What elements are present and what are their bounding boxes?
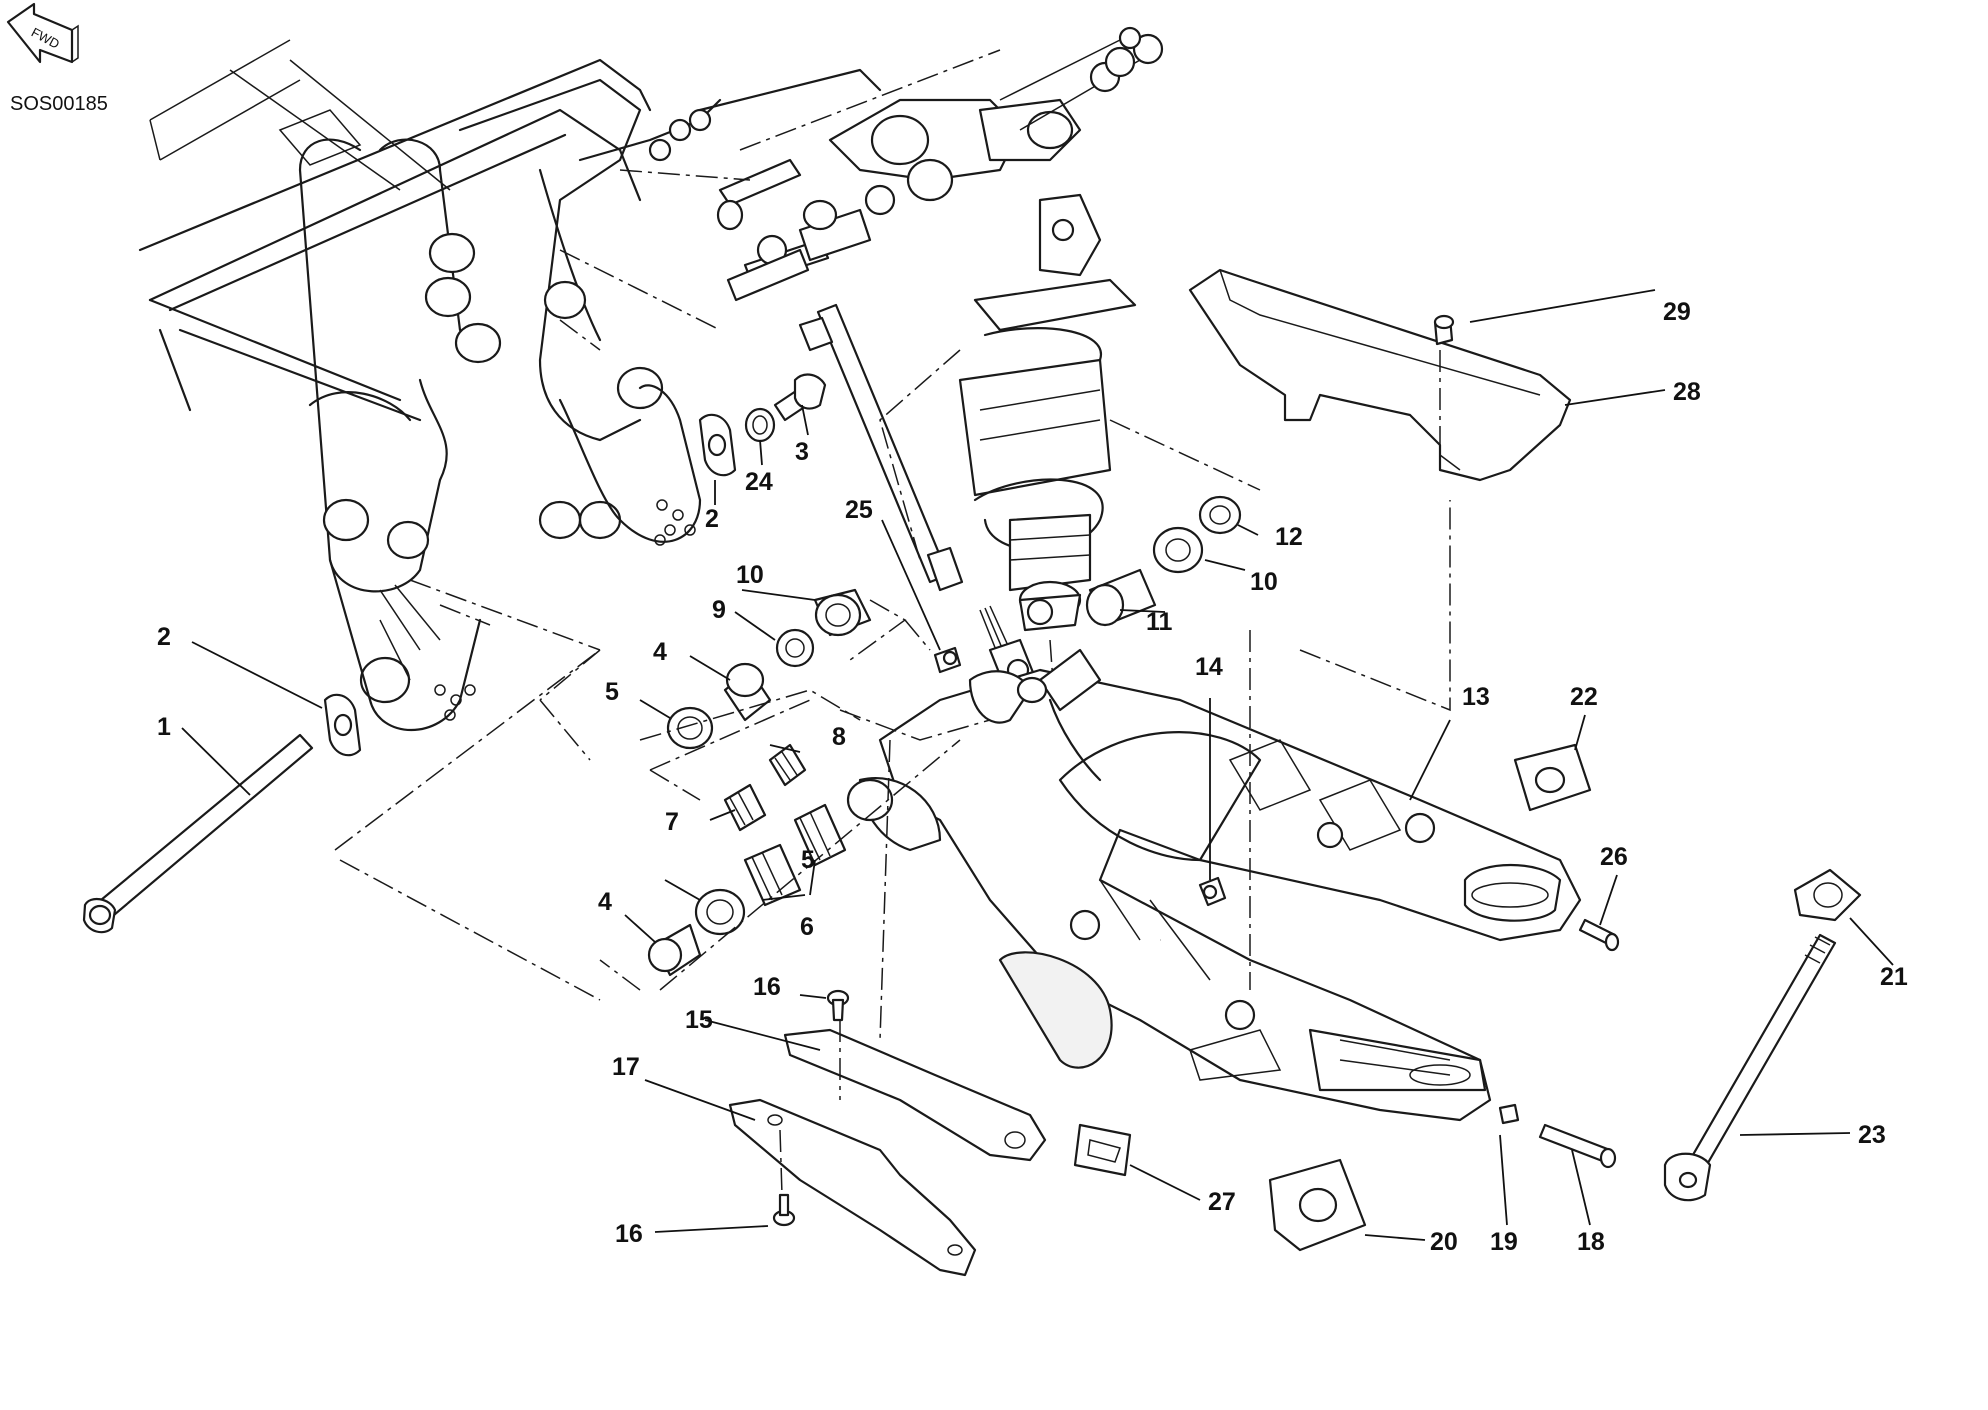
part-14-grease-nipple: [1198, 876, 1227, 907]
part-10-bearing-right: [1152, 526, 1204, 574]
linkage-rod: [798, 303, 1042, 702]
callout-16-lower: 16: [615, 1220, 643, 1248]
part-15-chain-slider: [783, 1028, 1047, 1162]
part-22-adjuster-plate: [1513, 743, 1592, 812]
part-17-chain-slider: [728, 1098, 977, 1277]
forward-direction-icon: FWD: [6, 2, 79, 64]
callout-9: 9: [712, 596, 726, 624]
rocker-linkage-group: [559, 26, 1164, 351]
callout-7: 7: [665, 808, 679, 836]
part-23-wheel-axle: [1663, 933, 1837, 1202]
part-8-needle-bearing: [768, 743, 807, 787]
callout-2-upper: 2: [705, 505, 719, 533]
callout-2-left: 2: [157, 623, 171, 651]
callout-27: 27: [1208, 1188, 1236, 1216]
part-2-washer-left: [323, 693, 362, 757]
callout-25: 25: [845, 496, 873, 524]
drawing-code: SOS00185: [10, 93, 108, 115]
callout-18: 18: [1577, 1228, 1605, 1256]
part-5-seal-lower: [694, 888, 746, 936]
callout-14: 14: [1195, 653, 1223, 681]
part-26-bolt: [1578, 918, 1620, 952]
callout-26: 26: [1600, 843, 1628, 871]
callout-17: 17: [612, 1053, 640, 1081]
part-12-seal: [1198, 495, 1242, 535]
callout-21: 21: [1880, 963, 1908, 991]
callout-5-lower: 5: [801, 846, 815, 874]
frame-structure: [138, 39, 882, 731]
callout-4-upper: 4: [653, 638, 667, 666]
callout-4-lower: 4: [598, 888, 612, 916]
part-11-bushing: [1085, 568, 1157, 627]
callout-19: 19: [1490, 1228, 1518, 1256]
callout-5-upper: 5: [605, 678, 619, 706]
part-27-slider-pad: [1073, 1123, 1132, 1177]
callout-11: 11: [1146, 608, 1173, 636]
callout-22: 22: [1570, 683, 1598, 711]
part-29-screw: [1433, 314, 1455, 346]
callout-16-upper: 16: [753, 973, 781, 1001]
callout-1: 1: [157, 713, 171, 741]
part-21-nut: [1793, 868, 1862, 922]
callout-20: 20: [1430, 1228, 1458, 1256]
shock-absorber: [958, 193, 1137, 781]
part-4-bushing-lower: [647, 923, 702, 977]
part-16-screw-upper: [826, 989, 850, 1022]
callout-6: 6: [800, 913, 814, 941]
part-18-adjuster-bolt: [1538, 1123, 1617, 1169]
swingarm: [846, 648, 1582, 1122]
part-20-adjuster-plate: [1268, 1158, 1367, 1252]
part-7-needle-bearing: [723, 783, 767, 832]
callout-29: 29: [1663, 298, 1691, 326]
part-25-clip: [933, 646, 962, 674]
callout-10-left: 10: [736, 561, 764, 589]
part-24-washer: [744, 407, 776, 443]
part-3-bolt: [773, 373, 827, 422]
part-4-bushing-upper: [723, 662, 772, 722]
part-19-nut: [1498, 1103, 1520, 1125]
callout-leaders: [181, 289, 1894, 1241]
callout-10-right: 10: [1250, 568, 1278, 596]
part-9-ring: [775, 628, 815, 668]
callout-28: 28: [1673, 378, 1701, 406]
callout-12: 12: [1275, 523, 1303, 551]
callout-8: 8: [832, 723, 846, 751]
part-1-pivot-shaft: [82, 733, 314, 934]
callout-13: 13: [1462, 683, 1490, 711]
callout-3: 3: [795, 438, 809, 466]
assembly-lines: [334, 349, 1451, 1196]
part-2-washer-upper: [698, 413, 737, 477]
part-28-chain-guard: [1188, 268, 1572, 482]
part-10-bearing-left: [813, 588, 872, 637]
callout-15: 15: [685, 1006, 713, 1034]
callout-numbers: 2 1 2 24 3 25 10 9 4 5 8 7 5 4 6 11 10 1…: [157, 298, 1908, 1256]
part-5-seal-upper: [666, 706, 714, 750]
part-6-bearings: [743, 803, 847, 907]
callout-24: 24: [745, 468, 773, 496]
part-16-screw-lower: [772, 1193, 796, 1227]
callout-23: 23: [1858, 1121, 1886, 1149]
